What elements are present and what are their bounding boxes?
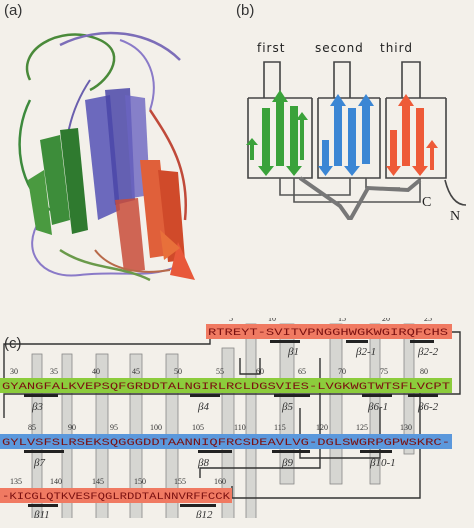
- beta-label-7: β7: [33, 457, 45, 469]
- num-r3-125: 125: [356, 423, 368, 432]
- num-r1-10: 10: [268, 318, 276, 323]
- panel-a-label: (a): [4, 2, 23, 19]
- num-r2-60: 60: [256, 367, 264, 376]
- seq-row-4-bar: [0, 488, 232, 503]
- beta-label-1: β1: [287, 346, 299, 358]
- num-r3-115: 115: [274, 423, 286, 432]
- num-r2-65: 65: [298, 367, 306, 376]
- num-r3-95: 95: [110, 423, 118, 432]
- beta-label-11: β11: [33, 509, 50, 518]
- green-strands: [246, 90, 308, 176]
- num-r3-85: 85: [28, 423, 36, 432]
- beta-label-6-2: β6-2: [417, 401, 439, 413]
- num-r2-30: 30: [10, 367, 18, 376]
- domain-third-label: third: [380, 41, 413, 55]
- n-terminus-label: N: [450, 209, 460, 220]
- num-r2-55: 55: [216, 367, 224, 376]
- c-terminus-label: C: [422, 195, 431, 210]
- beta-label-5: β5: [281, 401, 293, 413]
- num-r2-80: 80: [420, 367, 428, 376]
- num-r4-140: 140: [50, 477, 62, 486]
- domain-second-label: second: [315, 41, 364, 55]
- num-r2-40: 40: [92, 367, 100, 376]
- num-r1-20: 20: [382, 318, 390, 323]
- domain-first-label: first: [257, 41, 285, 55]
- num-r4-160: 160: [214, 477, 226, 486]
- num-r2-70: 70: [338, 367, 346, 376]
- seq-row-3: GYLVSFSLRSEKSQGGGDDTAANNIQFRCSDEAVLVG-DG…: [2, 438, 450, 449]
- num-r1-15: 15: [338, 318, 346, 323]
- num-r2-75: 75: [380, 367, 388, 376]
- num-r3-130: 130: [400, 423, 412, 432]
- beta-label-6-1: β6-1: [367, 401, 388, 413]
- seq-row-1-bar: [206, 324, 452, 339]
- beta-label-2-1: β2-1: [355, 346, 376, 358]
- beta-label-4: β4: [197, 401, 209, 413]
- num-r3-100: 100: [150, 423, 162, 432]
- seq-row-3-bar: [0, 434, 452, 449]
- panel-b-label: (b): [236, 2, 255, 19]
- beta-label-9: β9: [281, 457, 293, 469]
- seq-row-2: GYANGFALKVEPSQFGRDDTALNGIRLRCLDGSVIES-LV…: [2, 382, 450, 393]
- beta-label-8: β8: [197, 457, 209, 469]
- blue-strands: [318, 94, 374, 176]
- beta-label-3: β3: [31, 401, 43, 413]
- num-r2-35: 35: [50, 367, 58, 376]
- num-r3-110: 110: [234, 423, 246, 432]
- beta-label-12: β12: [195, 509, 213, 518]
- num-r3-90: 90: [68, 423, 76, 432]
- num-r4-155: 155: [174, 477, 186, 486]
- seq-row-1: RTREYT-SVITVPNGGHWGKWGIRQFCHS: [208, 328, 448, 339]
- seq-row-4: -KICGLQTKVESFQGLRDDTALNNVRFFCCK: [2, 492, 230, 503]
- num-r2-45: 45: [132, 367, 140, 376]
- num-r4-135: 135: [10, 477, 22, 486]
- num-r4-150: 150: [134, 477, 146, 486]
- num-r2-50: 50: [174, 367, 182, 376]
- num-r1-5: 5: [229, 318, 233, 323]
- sequence-alignment: RTREYT-SVITVPNGGHWGKWGIRQFCHS GYANGFALKV…: [0, 318, 461, 518]
- red-strands: [386, 94, 438, 176]
- num-r4-145: 145: [92, 477, 104, 486]
- beta-label-10-1: β10-1: [369, 457, 396, 469]
- num-r1-25: 25: [424, 318, 432, 323]
- num-r3-105: 105: [192, 423, 204, 432]
- beta-label-2-2: β2-2: [417, 346, 439, 358]
- num-r3-120: 120: [316, 423, 328, 432]
- topology-diagram: first second third C N: [246, 41, 467, 220]
- seq-row-2-bar: [0, 378, 452, 393]
- ribbon-structure: [18, 31, 195, 282]
